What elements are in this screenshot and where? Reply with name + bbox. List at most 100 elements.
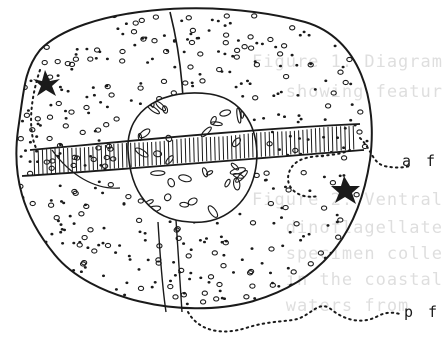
star-marker — [33, 70, 60, 96]
stipple-dot — [191, 85, 194, 88]
girdle-rib — [261, 132, 262, 157]
stipple-dot — [57, 220, 60, 223]
stipple-dot — [125, 282, 128, 285]
stipple-dot — [295, 64, 298, 67]
stipple-dot — [361, 254, 364, 257]
girdle-rib — [156, 142, 157, 165]
stipple-dot — [197, 37, 200, 40]
stipple-dot — [211, 19, 214, 22]
stipple-dot — [161, 79, 166, 83]
girdle-rib — [202, 137, 203, 161]
girdle-rib — [47, 149, 48, 174]
girdle-rib — [189, 138, 190, 163]
stipple-dot — [92, 86, 95, 89]
girdle-rib — [177, 139, 178, 163]
stipple-dot — [92, 249, 97, 253]
stipple-dot — [68, 300, 73, 304]
girdle-rib — [143, 142, 144, 166]
stipple-dot — [139, 82, 142, 85]
stipple-dot — [223, 41, 228, 45]
stipple-dot — [70, 282, 73, 285]
stipple-dot — [42, 61, 47, 65]
stipple-dot — [90, 303, 93, 306]
stipple-dot — [186, 38, 189, 41]
stipple-dot — [324, 80, 327, 83]
stipple-dot — [189, 272, 192, 275]
girdle-rib — [173, 140, 174, 164]
stipple-dot — [64, 110, 67, 113]
stipple-dot — [252, 14, 257, 18]
stipple-dot — [224, 24, 227, 27]
girdle-rib — [345, 126, 346, 150]
stipple-dot — [269, 272, 272, 275]
stipple-dot — [221, 297, 224, 300]
stipple-dot — [367, 264, 370, 267]
stipple-dot — [63, 124, 68, 128]
girdle-rib — [265, 132, 266, 157]
stipple-dot — [189, 33, 192, 36]
girdle-rib — [290, 131, 291, 154]
girdle-rib — [93, 147, 94, 171]
girdle-rib — [215, 137, 216, 161]
stipple-dot — [93, 94, 96, 97]
stipple-dot — [238, 213, 241, 216]
stipple-dot — [74, 285, 77, 288]
stipple-dot — [76, 48, 79, 51]
stipple-dot — [47, 136, 52, 140]
stipple-dot — [139, 102, 142, 105]
stipple-dot — [326, 104, 331, 108]
stipple-dot — [363, 206, 366, 209]
girdle-rib — [160, 141, 161, 165]
stipple-dot — [29, 160, 32, 163]
stipple-dot — [98, 51, 101, 54]
girdle-rib — [76, 148, 77, 172]
stipple-dot — [349, 119, 352, 122]
girdle-rib — [278, 132, 279, 156]
stipple-dot — [104, 123, 109, 127]
stipple-dot — [248, 35, 253, 39]
stipple-dot — [85, 48, 88, 51]
girdle-rib — [299, 130, 300, 153]
stipple-dot — [24, 149, 27, 152]
stipple-dot — [20, 302, 23, 305]
stipple-dot — [267, 305, 270, 308]
stipple-dot — [91, 157, 96, 161]
stipple-dot — [277, 92, 280, 95]
stipple-dot — [217, 20, 220, 23]
stipple-dot — [228, 71, 231, 74]
stipple-dot — [102, 275, 105, 278]
stipple-dot — [349, 83, 352, 86]
stipple-dot — [151, 58, 154, 61]
stipple-dot — [64, 276, 69, 280]
stipple-dot — [277, 113, 280, 116]
stipple-dot — [54, 216, 59, 220]
stipple-dot — [69, 215, 72, 218]
girdle-rib — [282, 131, 283, 155]
stipple-dot — [358, 110, 363, 114]
stipple-dot — [72, 242, 75, 245]
stipple-dot — [87, 112, 90, 115]
stipple-dot — [296, 94, 299, 97]
stipple-dot — [308, 34, 311, 37]
stipple-dot — [30, 80, 33, 83]
stipple-dot — [80, 270, 83, 273]
stipple-dot — [116, 27, 119, 30]
stipple-dot — [73, 57, 78, 61]
stipple-dot — [217, 68, 222, 72]
stipple-dot — [299, 34, 302, 37]
stipple-dot — [154, 281, 157, 284]
stipple-dot — [283, 115, 286, 118]
girdle-rib — [89, 147, 90, 170]
stipple-dot — [139, 18, 144, 22]
stipple-dot — [173, 66, 176, 69]
stipple-dot — [216, 222, 219, 225]
stipple-dot — [262, 117, 265, 120]
stipple-dot — [300, 118, 303, 121]
girdle-rib — [311, 129, 312, 153]
stipple-dot — [198, 52, 203, 56]
stipple-dot — [60, 89, 63, 92]
stipple-dot — [343, 80, 348, 84]
stipple-dot — [212, 251, 217, 255]
stipple-dot — [24, 249, 27, 252]
stipple-dot — [151, 286, 154, 289]
